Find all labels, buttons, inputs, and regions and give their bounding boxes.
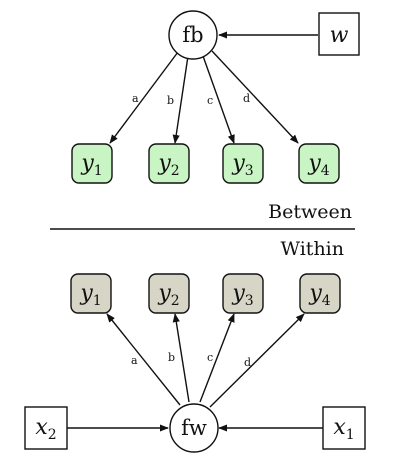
between-label: Between: [268, 201, 352, 223]
factor-label-fw: fw: [181, 416, 207, 440]
outcome-node-bottom-y2: y2: [148, 273, 190, 314]
svg-text:x1: x1: [333, 415, 354, 443]
outcome-sub: 4: [321, 163, 330, 179]
outcome-node-top-y2: y2: [148, 143, 190, 184]
outcome-node-bottom-y4: y4: [299, 273, 341, 314]
outcome-var: y: [79, 281, 93, 306]
outcome-node-top-y3: y3: [222, 143, 264, 184]
outcome-node-top-y1: y1: [71, 143, 113, 184]
edge-label-c: c: [207, 94, 213, 107]
svg-text:y4: y4: [307, 151, 329, 179]
outcome-var: y: [157, 151, 171, 176]
outcome-node-bottom-y3: y3: [222, 273, 264, 314]
outcome-var: y: [308, 281, 322, 306]
outcome-sub: 3: [245, 163, 254, 179]
svg-text:y4: y4: [308, 281, 330, 309]
svg-text:y1: y1: [80, 151, 102, 179]
input-node-x1: x1: [322, 406, 366, 450]
svg-text:y2: y2: [157, 151, 179, 179]
input-var: x: [333, 415, 346, 440]
outcome-node-top-y4: y4: [298, 143, 340, 184]
input-var: x: [35, 415, 48, 440]
factor-node-fb: fb: [168, 10, 218, 60]
outcome-var: y: [231, 151, 245, 176]
outcome-sub: 2: [171, 163, 180, 179]
outcome-var: y: [231, 281, 245, 306]
edge-label-a: a: [132, 92, 139, 105]
edge-fw-y1: [106, 313, 181, 406]
input-node-w: w: [318, 12, 360, 56]
edge-fw-y4: [209, 313, 305, 408]
outcome-node-bottom-y1: y1: [70, 273, 112, 314]
outcome-sub: 2: [171, 293, 180, 309]
edge-fb-y4: [211, 50, 299, 144]
input-sub: 2: [48, 427, 57, 443]
edge-fb-y1: [109, 51, 179, 144]
svg-text:y1: y1: [79, 281, 101, 309]
edge-label-a: a: [131, 354, 138, 367]
outcome-var: y: [80, 151, 94, 176]
outcome-var: y: [157, 281, 171, 306]
section-divider: Between Within: [50, 201, 355, 260]
svg-text:x2: x2: [35, 415, 56, 443]
factor-label-fb: fb: [182, 23, 203, 47]
edge-label-c: c: [207, 351, 213, 364]
input-sub: 1: [346, 427, 355, 443]
within-section: a b c d fw x2 x1: [24, 273, 366, 453]
svg-text:y3: y3: [231, 281, 253, 309]
outcome-sub: 1: [94, 163, 103, 179]
within-label: Within: [281, 238, 344, 260]
outcome-var: y: [307, 151, 321, 176]
between-section: a b c d fb w y1 y2: [71, 10, 360, 184]
outcome-sub: 4: [322, 293, 331, 309]
edge-fw-y3: [199, 313, 235, 403]
factor-node-fw: fw: [169, 403, 219, 453]
input-label-w: w: [330, 23, 349, 48]
outcome-sub: 1: [93, 293, 102, 309]
edge-label-d: d: [244, 356, 251, 369]
outcome-sub: 3: [245, 293, 254, 309]
svg-text:y2: y2: [157, 281, 179, 309]
edge-label-b: b: [167, 94, 174, 107]
edge-fb-y3: [202, 55, 235, 144]
edge-fb-y2: [172, 55, 189, 144]
svg-text:y3: y3: [231, 151, 253, 179]
edge-fw-y2: [172, 313, 190, 403]
edge-label-d: d: [243, 92, 250, 105]
edge-label-b: b: [168, 351, 175, 364]
input-node-x2: x2: [24, 406, 68, 450]
